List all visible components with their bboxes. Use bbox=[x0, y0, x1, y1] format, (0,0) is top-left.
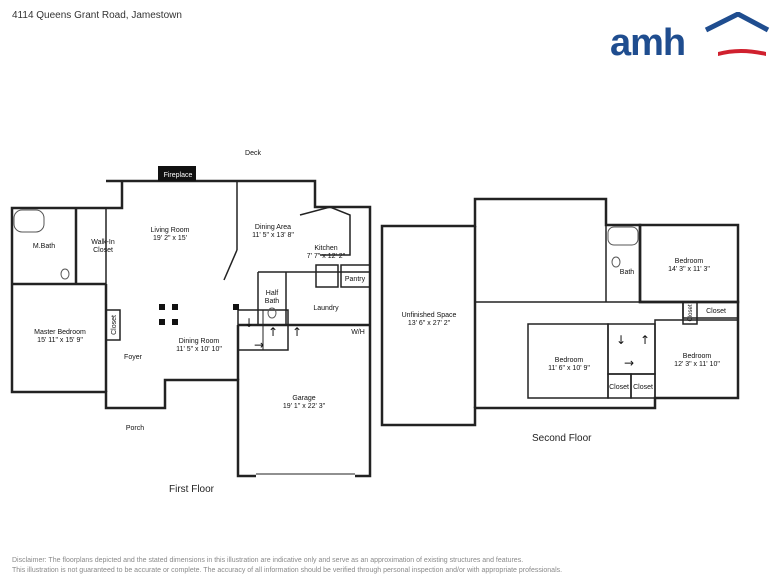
label-dining-room: Dining Room bbox=[179, 338, 220, 345]
label-living-room: Living Room bbox=[151, 227, 190, 234]
house-roof-icon bbox=[704, 12, 770, 56]
label-garage-dim: 19' 1" x 22' 3" bbox=[283, 403, 326, 410]
label-bedroom-ne-dim: 14' 3" x 11' 3" bbox=[668, 266, 710, 273]
label-living-room-dim: 19' 2" x 15' bbox=[153, 235, 187, 242]
label-porch: Porch bbox=[126, 425, 144, 432]
label-master-bedroom-dim: 15' 11" x 15' 9" bbox=[37, 337, 83, 344]
label-mbath: M.Bath bbox=[33, 243, 55, 250]
label-closet-b1: Closet bbox=[609, 384, 629, 391]
label-walkin-1: Walk-In bbox=[91, 239, 115, 246]
label-bedroom-mid: Bedroom bbox=[555, 357, 584, 364]
label-walkin-2: Closet bbox=[93, 247, 113, 254]
label-dining-room-dim: 11' 5" x 10' 10" bbox=[176, 346, 222, 353]
second-floor-title: Second Floor bbox=[532, 433, 592, 444]
label-closet-b2: Closet bbox=[633, 384, 653, 391]
stair-arrow-icon: → bbox=[254, 338, 264, 352]
label-wh: W/H bbox=[351, 329, 365, 336]
stair-arrow-icon: ↑ bbox=[292, 325, 302, 339]
label-closet: Closet bbox=[111, 315, 118, 335]
label-deck: Deck bbox=[245, 150, 261, 157]
label-pantry: Pantry bbox=[345, 276, 366, 283]
fireplace-box bbox=[158, 166, 196, 181]
tub-icon bbox=[13, 209, 45, 233]
label-bedroom-ne: Bedroom bbox=[675, 258, 704, 265]
label-closet-ne: Closet bbox=[706, 308, 726, 315]
label-bedroom-se: Bedroom bbox=[683, 353, 712, 360]
label-bedroom-se-dim: 12' 3" x 11' 10" bbox=[674, 361, 720, 368]
stair-arrow-icon: ↑ bbox=[268, 325, 278, 339]
label-bath: Bath bbox=[620, 269, 635, 276]
stair-arrow-icon: ↓ bbox=[616, 333, 626, 347]
disclaimer-line-2: This illustration is not guaranteed to b… bbox=[12, 567, 563, 574]
label-closet-small: Closet bbox=[688, 304, 694, 321]
toilet-icon bbox=[267, 307, 277, 319]
label-fireplace: Fireplace bbox=[164, 172, 193, 179]
label-laundry: Laundry bbox=[313, 305, 339, 312]
stair-arrow-icon: ↑ bbox=[640, 333, 650, 347]
label-garage: Garage bbox=[292, 395, 315, 402]
label-unfinished-dim: 13' 6" x 27' 2" bbox=[408, 320, 451, 327]
label-unfinished: Unfinished Space bbox=[402, 312, 457, 319]
property-address: 4114 Queens Grant Road, Jamestown bbox=[12, 10, 182, 21]
first-floor-title: First Floor bbox=[169, 484, 214, 495]
amh-logo: amh bbox=[610, 12, 770, 62]
tub-icon bbox=[607, 226, 639, 246]
label-foyer: Foyer bbox=[124, 354, 143, 361]
logo-wordmark: amh bbox=[610, 22, 686, 64]
first-floor-outline bbox=[10, 179, 372, 478]
label-half-bath-1: Half bbox=[266, 290, 279, 297]
label-bedroom-mid-dim: 11' 6" x 10' 9" bbox=[548, 365, 590, 372]
label-dining-area-dim: 11' 5" x 13' 8" bbox=[252, 232, 294, 239]
label-master-bedroom: Master Bedroom bbox=[34, 329, 86, 336]
toilet-icon bbox=[611, 256, 621, 268]
label-kitchen: Kitchen bbox=[314, 245, 337, 252]
label-kitchen-dim: 7' 7" x 12' 2" bbox=[307, 253, 346, 260]
label-dining-area: Dining Area bbox=[255, 224, 291, 231]
disclaimer-line-1: Disclaimer: The floorplans depicted and … bbox=[12, 557, 524, 564]
toilet-icon bbox=[60, 268, 70, 280]
stair-arrow-icon: ↓ bbox=[244, 316, 254, 330]
label-half-bath-2: Bath bbox=[265, 298, 280, 305]
stair-arrow-icon: → bbox=[624, 356, 634, 370]
